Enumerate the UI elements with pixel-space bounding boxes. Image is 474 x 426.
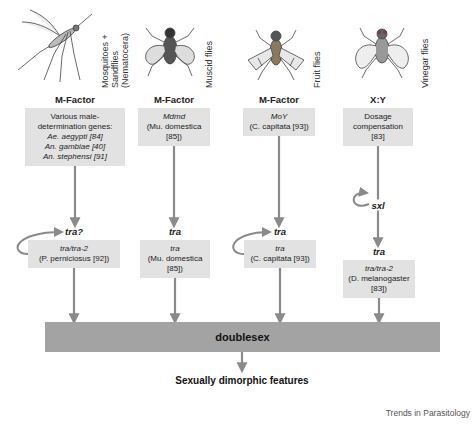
gene-box: tratra(Mu. domestica [85]) bbox=[140, 226, 210, 278]
box-fill: Mdmd(Mu. domestica [85]) bbox=[138, 108, 210, 146]
vinegarfly-drawing bbox=[356, 28, 409, 78]
box-text: (P. perniciosus [92]) bbox=[31, 254, 117, 264]
heading-text: M-Factor bbox=[243, 94, 315, 106]
pathway-arrow bbox=[278, 136, 280, 226]
band-fill: doublesex bbox=[45, 322, 440, 352]
gene-box: tra? tra/tra-2(P. perniciosus [92]) bbox=[28, 226, 120, 268]
pathway-arrow bbox=[74, 166, 76, 226]
output-arrow bbox=[241, 352, 243, 371]
heading-text: tra bbox=[343, 246, 415, 258]
gene-box: tratra(C. capitata [93]) bbox=[244, 226, 316, 268]
box-text: (Mu. domestica [85]) bbox=[143, 254, 207, 274]
pathway-arrow bbox=[378, 298, 380, 322]
heading-text: tra bbox=[140, 226, 210, 238]
group-name: Muscid flies bbox=[204, 4, 214, 88]
pathway-arrow bbox=[73, 268, 75, 322]
mosquito-drawing bbox=[18, 10, 92, 82]
box-text: (Mu. domestica [85]) bbox=[141, 122, 207, 142]
box-text: MoY bbox=[246, 112, 312, 122]
pathway-arrow bbox=[173, 146, 175, 226]
heading-text: tra? bbox=[28, 226, 120, 238]
box-text: (C. capitata [93]) bbox=[247, 254, 313, 264]
group-name: Mosquitoes + Sandflies (Nematocera) bbox=[100, 4, 130, 88]
housefly-drawing bbox=[146, 28, 195, 76]
box-text: (D. melanogaster [83]) bbox=[346, 274, 412, 294]
pathway-arrow bbox=[279, 268, 281, 322]
pathway-band: doublesex bbox=[45, 322, 440, 352]
box-text: (C. capitata [93]) bbox=[246, 122, 312, 132]
box-text: tra bbox=[143, 244, 207, 254]
box-text: tra bbox=[247, 244, 313, 254]
heading-text: M-Factor bbox=[25, 94, 125, 106]
box-text: Dosage compensation [83] bbox=[346, 112, 410, 142]
feedback-loop bbox=[354, 193, 369, 206]
gene-box: X:Y Dosage compensation [83] bbox=[343, 94, 413, 146]
box-text: tra/tra-2 bbox=[31, 244, 117, 254]
edge-label: sxl bbox=[370, 200, 385, 211]
pathway-arrow bbox=[174, 278, 176, 322]
heading-text: X:Y bbox=[343, 94, 413, 106]
box-text: Mdmd bbox=[141, 112, 207, 122]
box-fill: MoY(C. capitata [93]) bbox=[243, 108, 315, 136]
box-text: doublesex bbox=[48, 326, 437, 348]
box-fill: Dosage compensation [83] bbox=[343, 108, 413, 146]
box-text: tra/tra-2 bbox=[346, 264, 412, 274]
group-name: Fruit flies bbox=[312, 4, 322, 88]
box-fill: Various male-determination genes:Ae. aeg… bbox=[25, 108, 125, 166]
box-text: An. gambiae [40] bbox=[28, 142, 122, 152]
box-fill: tra/tra-2(D. melanogaster [83]) bbox=[343, 260, 415, 298]
gene-box: M-FactorVarious male-determination genes… bbox=[25, 94, 125, 166]
fruitfly-drawing bbox=[248, 30, 304, 80]
box-fill: tra/tra-2(P. perniciosus [92]) bbox=[28, 240, 120, 268]
journal-credit: Trends in Parasitology bbox=[370, 408, 470, 418]
gene-box: M-FactorMoY(C. capitata [93]) bbox=[243, 94, 315, 136]
outcome-text: Sexually dimorphic features bbox=[142, 375, 342, 386]
box-fill: tra(Mu. domestica [85]) bbox=[140, 240, 210, 278]
group-name: Vinegar flies bbox=[420, 4, 430, 88]
gene-box: M-FactorMdmd(Mu. domestica [85]) bbox=[138, 94, 210, 146]
box-fill: tra(C. capitata [93]) bbox=[244, 240, 316, 268]
heading-text: tra bbox=[244, 226, 316, 238]
gene-box: tra tra/tra-2(D. melanogaster [83]) bbox=[343, 246, 415, 298]
box-text: Ae. aegypti [84] bbox=[28, 132, 122, 142]
pathway-arrow bbox=[377, 146, 379, 246]
box-text: An. stephensi [91] bbox=[28, 152, 122, 162]
heading-text: M-Factor bbox=[138, 94, 210, 106]
box-text: Various male-determination genes: bbox=[28, 112, 122, 132]
